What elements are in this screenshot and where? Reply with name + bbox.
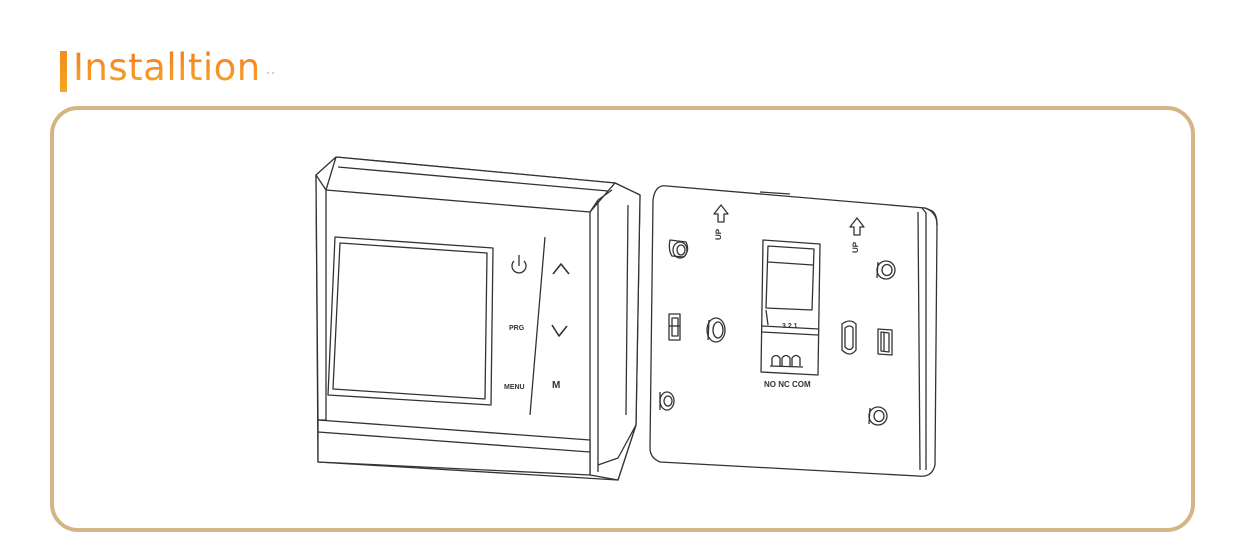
m-button-label[interactable]: M (552, 380, 560, 391)
decorative-dots (267, 72, 274, 74)
up-arrow-left-icon (713, 204, 729, 223)
screw-hole-bottom-left (659, 391, 675, 411)
up-label-right: UP (851, 241, 860, 253)
screw-hole-top-left (668, 239, 689, 259)
terminal-labels: NO NC COM (764, 380, 811, 389)
up-arrow-right-icon (849, 217, 865, 236)
illustration-frame (50, 106, 1195, 532)
chevron-down-icon[interactable] (551, 324, 568, 337)
title-accent-bar (60, 51, 67, 92)
back-plate (649, 185, 938, 477)
up-label-left: UP (714, 228, 723, 240)
mount-left (706, 317, 726, 343)
terminal-block (760, 239, 821, 376)
screw-hole-top-right (876, 260, 896, 280)
power-icon[interactable] (511, 255, 527, 274)
terminal-numbers: 3 2 1 (782, 323, 798, 330)
slot-left (668, 313, 681, 341)
slot-right (877, 328, 893, 356)
mount-right (841, 320, 857, 355)
chevron-up-icon[interactable] (552, 263, 570, 275)
menu-button-label[interactable]: MENU (504, 384, 525, 391)
prg-button-label[interactable]: PRG (509, 325, 525, 332)
screw-hole-bottom-right (868, 406, 888, 426)
page-title: Installtion (73, 46, 261, 89)
thermostat-unit (315, 156, 641, 481)
